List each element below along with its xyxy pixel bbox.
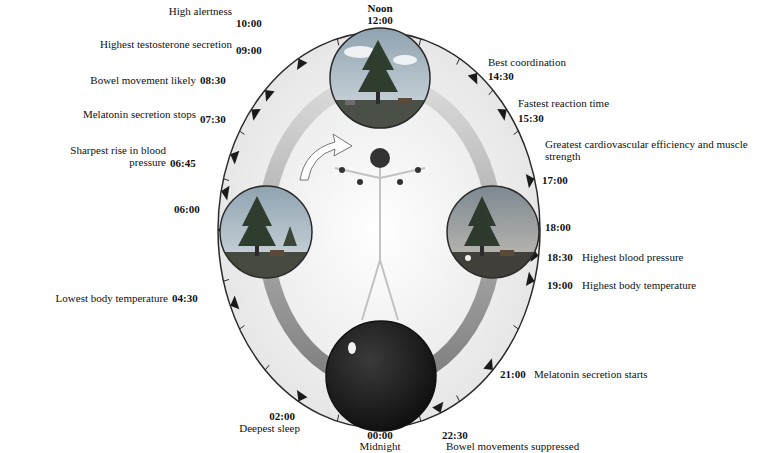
hour-tick: [419, 39, 420, 46]
event-label: Sharpest rise in blood pressure: [56, 144, 166, 168]
event-label: Best coordination: [488, 56, 566, 68]
noon-label: Midnight: [360, 440, 401, 452]
noon-scene: [330, 28, 430, 130]
time-label: 02:00: [269, 410, 295, 422]
event-label: Highest blood pressure: [582, 251, 683, 263]
event-label: Bowel movement likely: [90, 74, 196, 86]
time-marker: [230, 295, 239, 309]
sun-arrow: [300, 134, 352, 180]
hour-tick: [337, 39, 338, 46]
time-label: 06:45: [170, 157, 196, 169]
time-label: 14:30: [488, 70, 514, 82]
hour-tick: [489, 90, 493, 95]
time-marker: [230, 151, 239, 165]
night-scene: [326, 321, 436, 431]
time-label: 19:00: [547, 279, 573, 291]
time-label: 12:00: [367, 14, 393, 26]
hour-tick: [514, 326, 519, 329]
time-marker: [468, 73, 478, 85]
time-marker: [497, 109, 507, 121]
time-marker: [297, 59, 307, 71]
time-marker: [221, 186, 229, 201]
human-figure: [335, 149, 425, 320]
time-label: 18:30: [547, 251, 573, 263]
evening-scene: [447, 186, 539, 282]
event-label: High alertness: [169, 5, 232, 17]
hour-tick: [240, 131, 245, 134]
time-marker: [251, 109, 261, 121]
hour-tick: [457, 59, 460, 65]
time-label: 18:00: [545, 221, 571, 233]
hour-tick: [223, 179, 228, 181]
time-marker: [526, 174, 535, 188]
morning-scene: [220, 186, 312, 282]
event-label: Melatonin secretion stops: [83, 108, 196, 120]
event-label: Lowest body temperature: [56, 292, 168, 304]
hour-tick: [240, 326, 245, 329]
event-label: Highest testosterone secretion: [100, 38, 232, 50]
time-label: 21:00: [500, 368, 526, 380]
time-label: 08:30: [200, 74, 226, 86]
hour-tick: [265, 365, 269, 370]
event-label: Deepest sleep: [239, 422, 300, 434]
time-marker: [483, 358, 492, 370]
time-label: 06:00: [174, 203, 200, 215]
time-marker: [265, 90, 274, 102]
time-marker: [526, 272, 535, 286]
hour-tick: [223, 279, 228, 281]
time-label: 07:30: [200, 113, 226, 125]
time-label: 17:00: [542, 174, 568, 186]
time-label: 04:30: [172, 292, 198, 304]
event-label: Melatonin secretion starts: [534, 368, 648, 380]
time-label: 10:00: [236, 17, 262, 29]
hour-tick: [457, 395, 460, 401]
hour-tick: [337, 415, 338, 422]
time-marker: [432, 402, 443, 413]
time-label: 15:30: [518, 112, 544, 124]
event-label: Highest body temperature: [582, 279, 696, 291]
time-label: Noon: [367, 2, 392, 14]
time-label: 22:30: [442, 429, 468, 441]
event-label: Fastest reaction time: [518, 97, 609, 109]
time-label: 00:00: [367, 429, 393, 441]
time-marker: [297, 390, 307, 402]
event-label: Bowel movements suppressed: [446, 440, 579, 452]
event-label: Greatest cardiovascular efficiency and m…: [545, 138, 750, 162]
time-label: 09:00: [236, 44, 262, 56]
hour-tick: [514, 131, 519, 134]
